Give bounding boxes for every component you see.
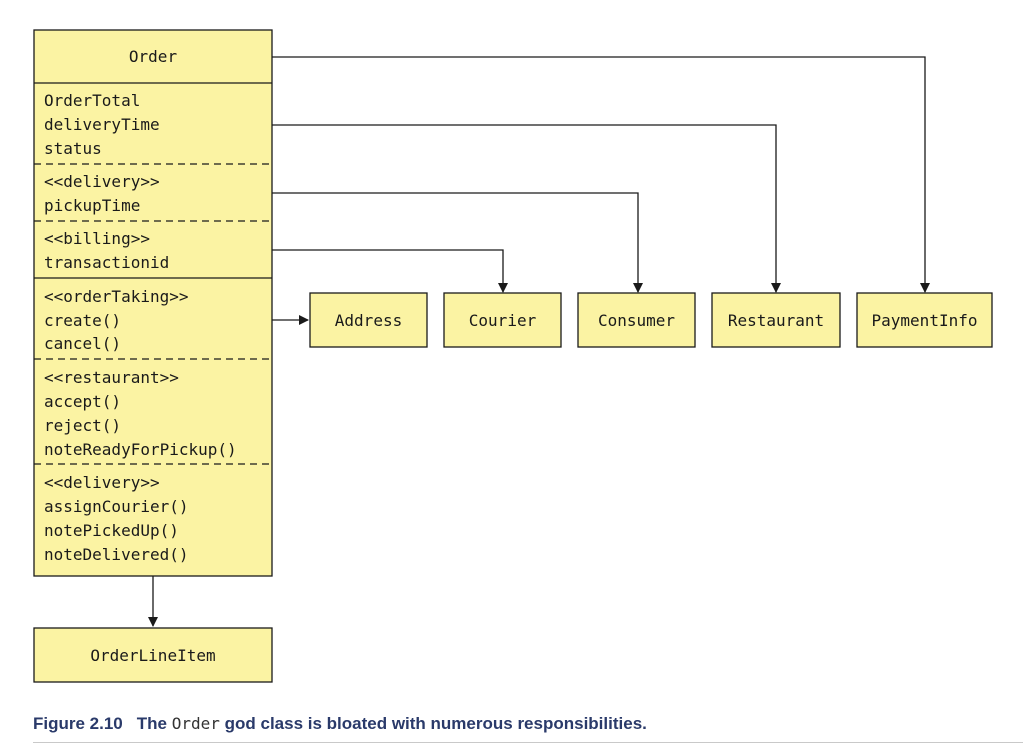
connector-pickuptime-consumer: [272, 192, 643, 293]
order-attribute: pickupTime: [44, 196, 140, 215]
order-operation: assignCourier(): [44, 497, 189, 516]
address-class-name: Address: [335, 311, 402, 330]
connector-transactionid-courier: [272, 249, 508, 293]
consumer-class-box: [577, 292, 696, 348]
order-operation: notePickedUp(): [44, 521, 179, 540]
order-stereotype: <<restaurant>>: [44, 368, 179, 387]
figure-caption: Figure 2.10 The Order god class is bloate…: [33, 714, 1023, 742]
paymentinfo-class-box: [856, 292, 993, 348]
restaurant-class-box: [711, 292, 841, 348]
courier-class-box: [443, 292, 562, 348]
paymentinfo-class-name: PaymentInfo: [872, 311, 978, 330]
address-class-box: [309, 292, 428, 348]
figure-number: Figure 2.10: [33, 714, 123, 733]
order-operation: noteDelivered(): [44, 545, 189, 564]
restaurant-class-name: Restaurant: [728, 311, 824, 330]
order-class-name: Order: [129, 47, 178, 66]
order-stereotype: <<delivery>>: [44, 172, 160, 191]
connector-order-paymentinfo: [272, 56, 930, 293]
order-attribute: OrderTotal: [44, 91, 140, 110]
order-class-box: [33, 29, 273, 577]
caption-code: Order: [171, 714, 220, 733]
order-attribute: transactionid: [44, 253, 169, 272]
related-classes: Address Courier Consumer Restaurant Paym…: [309, 292, 993, 348]
order-operation: cancel(): [44, 334, 121, 353]
order-attribute: status: [44, 139, 102, 158]
order-operation: accept(): [44, 392, 121, 411]
order-stereotype: <<orderTaking>>: [44, 287, 189, 306]
order-stereotype: <<delivery>>: [44, 473, 160, 492]
consumer-class-name: Consumer: [598, 311, 675, 330]
caption-divider: [33, 742, 1023, 743]
order-stereotype: <<billing>>: [44, 229, 150, 248]
orderlineitem-class-name: OrderLineItem: [90, 646, 215, 665]
connectors: [148, 56, 930, 627]
order-operation: create(): [44, 311, 121, 330]
order-class: Order OrderTotal deliveryTime status <<d…: [33, 29, 273, 577]
orderlineitem-class: OrderLineItem: [33, 627, 273, 683]
caption-text-before: The: [136, 714, 172, 733]
connector-deliverytime-restaurant: [272, 124, 781, 293]
order-operation: reject(): [44, 416, 121, 435]
order-operation: noteReadyForPickup(): [44, 440, 237, 459]
courier-class-name: Courier: [469, 311, 537, 330]
orderlineitem-class-box: [33, 627, 273, 683]
class-diagram: Order OrderTotal deliveryTime status <<d…: [33, 29, 993, 683]
caption-text-after: god class is bloated with numerous respo…: [219, 714, 647, 733]
order-attribute: deliveryTime: [44, 115, 160, 134]
